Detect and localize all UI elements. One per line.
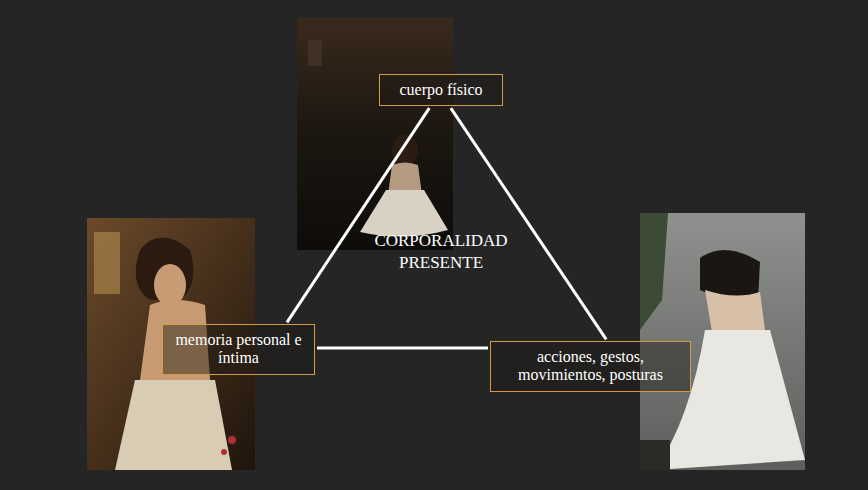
box-text: acciones, gestos, movimientos, posturas bbox=[499, 348, 682, 385]
concept-box: acciones, gestos, movimientos, posturas bbox=[490, 341, 691, 392]
triangle-side bbox=[317, 347, 488, 350]
box-text: cuerpo físico bbox=[388, 81, 494, 99]
triangle-side bbox=[451, 108, 606, 339]
concept-box: memoria personal e íntima bbox=[162, 324, 315, 375]
triangle-side bbox=[287, 108, 429, 322]
concept-box: cuerpo físico bbox=[379, 74, 503, 106]
box-text: memoria personal e íntima bbox=[171, 331, 306, 368]
photo-top bbox=[297, 18, 453, 250]
center-label: CORPORALIDAD PRESENTE bbox=[356, 230, 526, 274]
